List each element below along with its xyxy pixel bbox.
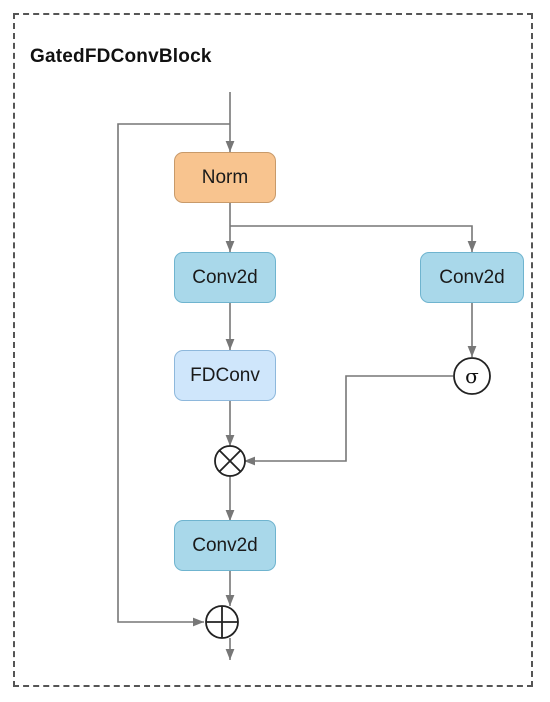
- conv2d-block-left-bottom: Conv2d: [174, 520, 276, 571]
- fdconv-label: FDConv: [190, 364, 260, 386]
- multiply-operator: ⊗: [0, 0, 246, 477]
- sigmoid-label: σ: [465, 364, 479, 388]
- branch-right-line: [230, 225, 477, 252]
- add-operator: ⊕: [0, 0, 239, 639]
- conv2d-label: Conv2d: [439, 266, 505, 288]
- multiply-label: ⊗: [0, 0, 1, 1]
- conv2d-label: Conv2d: [192, 534, 258, 556]
- conv2d-label: Conv2d: [192, 266, 258, 288]
- sigmoid-to-multiply-line: [244, 375, 453, 466]
- block-title: GatedFDConvBlock: [30, 46, 212, 67]
- norm-label: Norm: [201, 166, 249, 188]
- block-border: [13, 13, 533, 687]
- conv2d-block-left-top: Conv2d: [174, 252, 276, 303]
- sigmoid-node: σ: [453, 357, 491, 395]
- norm-block: Norm: [174, 152, 276, 203]
- fdconv-block: FDConv: [174, 350, 276, 401]
- add-label: ⊕: [0, 0, 1, 1]
- conv2d-block-right: Conv2d: [420, 252, 524, 303]
- residual-path: [117, 123, 230, 627]
